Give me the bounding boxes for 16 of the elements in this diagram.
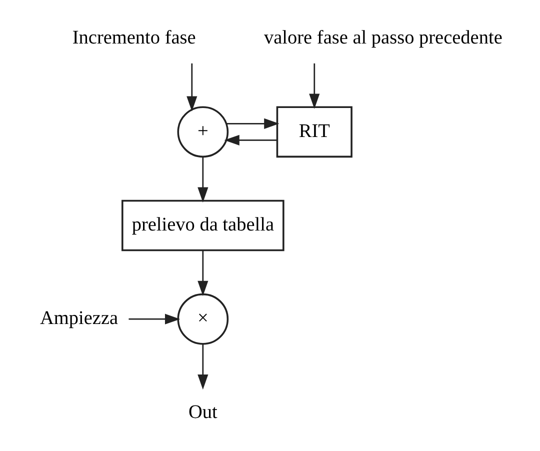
- arrow: [198, 344, 208, 390]
- node-circle: ×: [177, 293, 229, 345]
- node-text: Ampiezza: [40, 308, 118, 330]
- node-text: valore fase al passo precedente: [264, 27, 502, 48]
- node-box: prelievo da tabella: [122, 200, 284, 252]
- node-box: RIT: [276, 106, 352, 158]
- arrow: [128, 314, 180, 324]
- arrow: [224, 134, 277, 146]
- node-text: Out: [188, 402, 218, 423]
- arrow: [226, 118, 280, 129]
- arrow: [198, 157, 208, 202]
- arrow: [309, 63, 320, 109]
- node-circle: +: [177, 106, 229, 158]
- node-text: Incremento fase: [72, 27, 196, 48]
- arrow: [198, 250, 208, 296]
- arrow: [186, 63, 198, 112]
